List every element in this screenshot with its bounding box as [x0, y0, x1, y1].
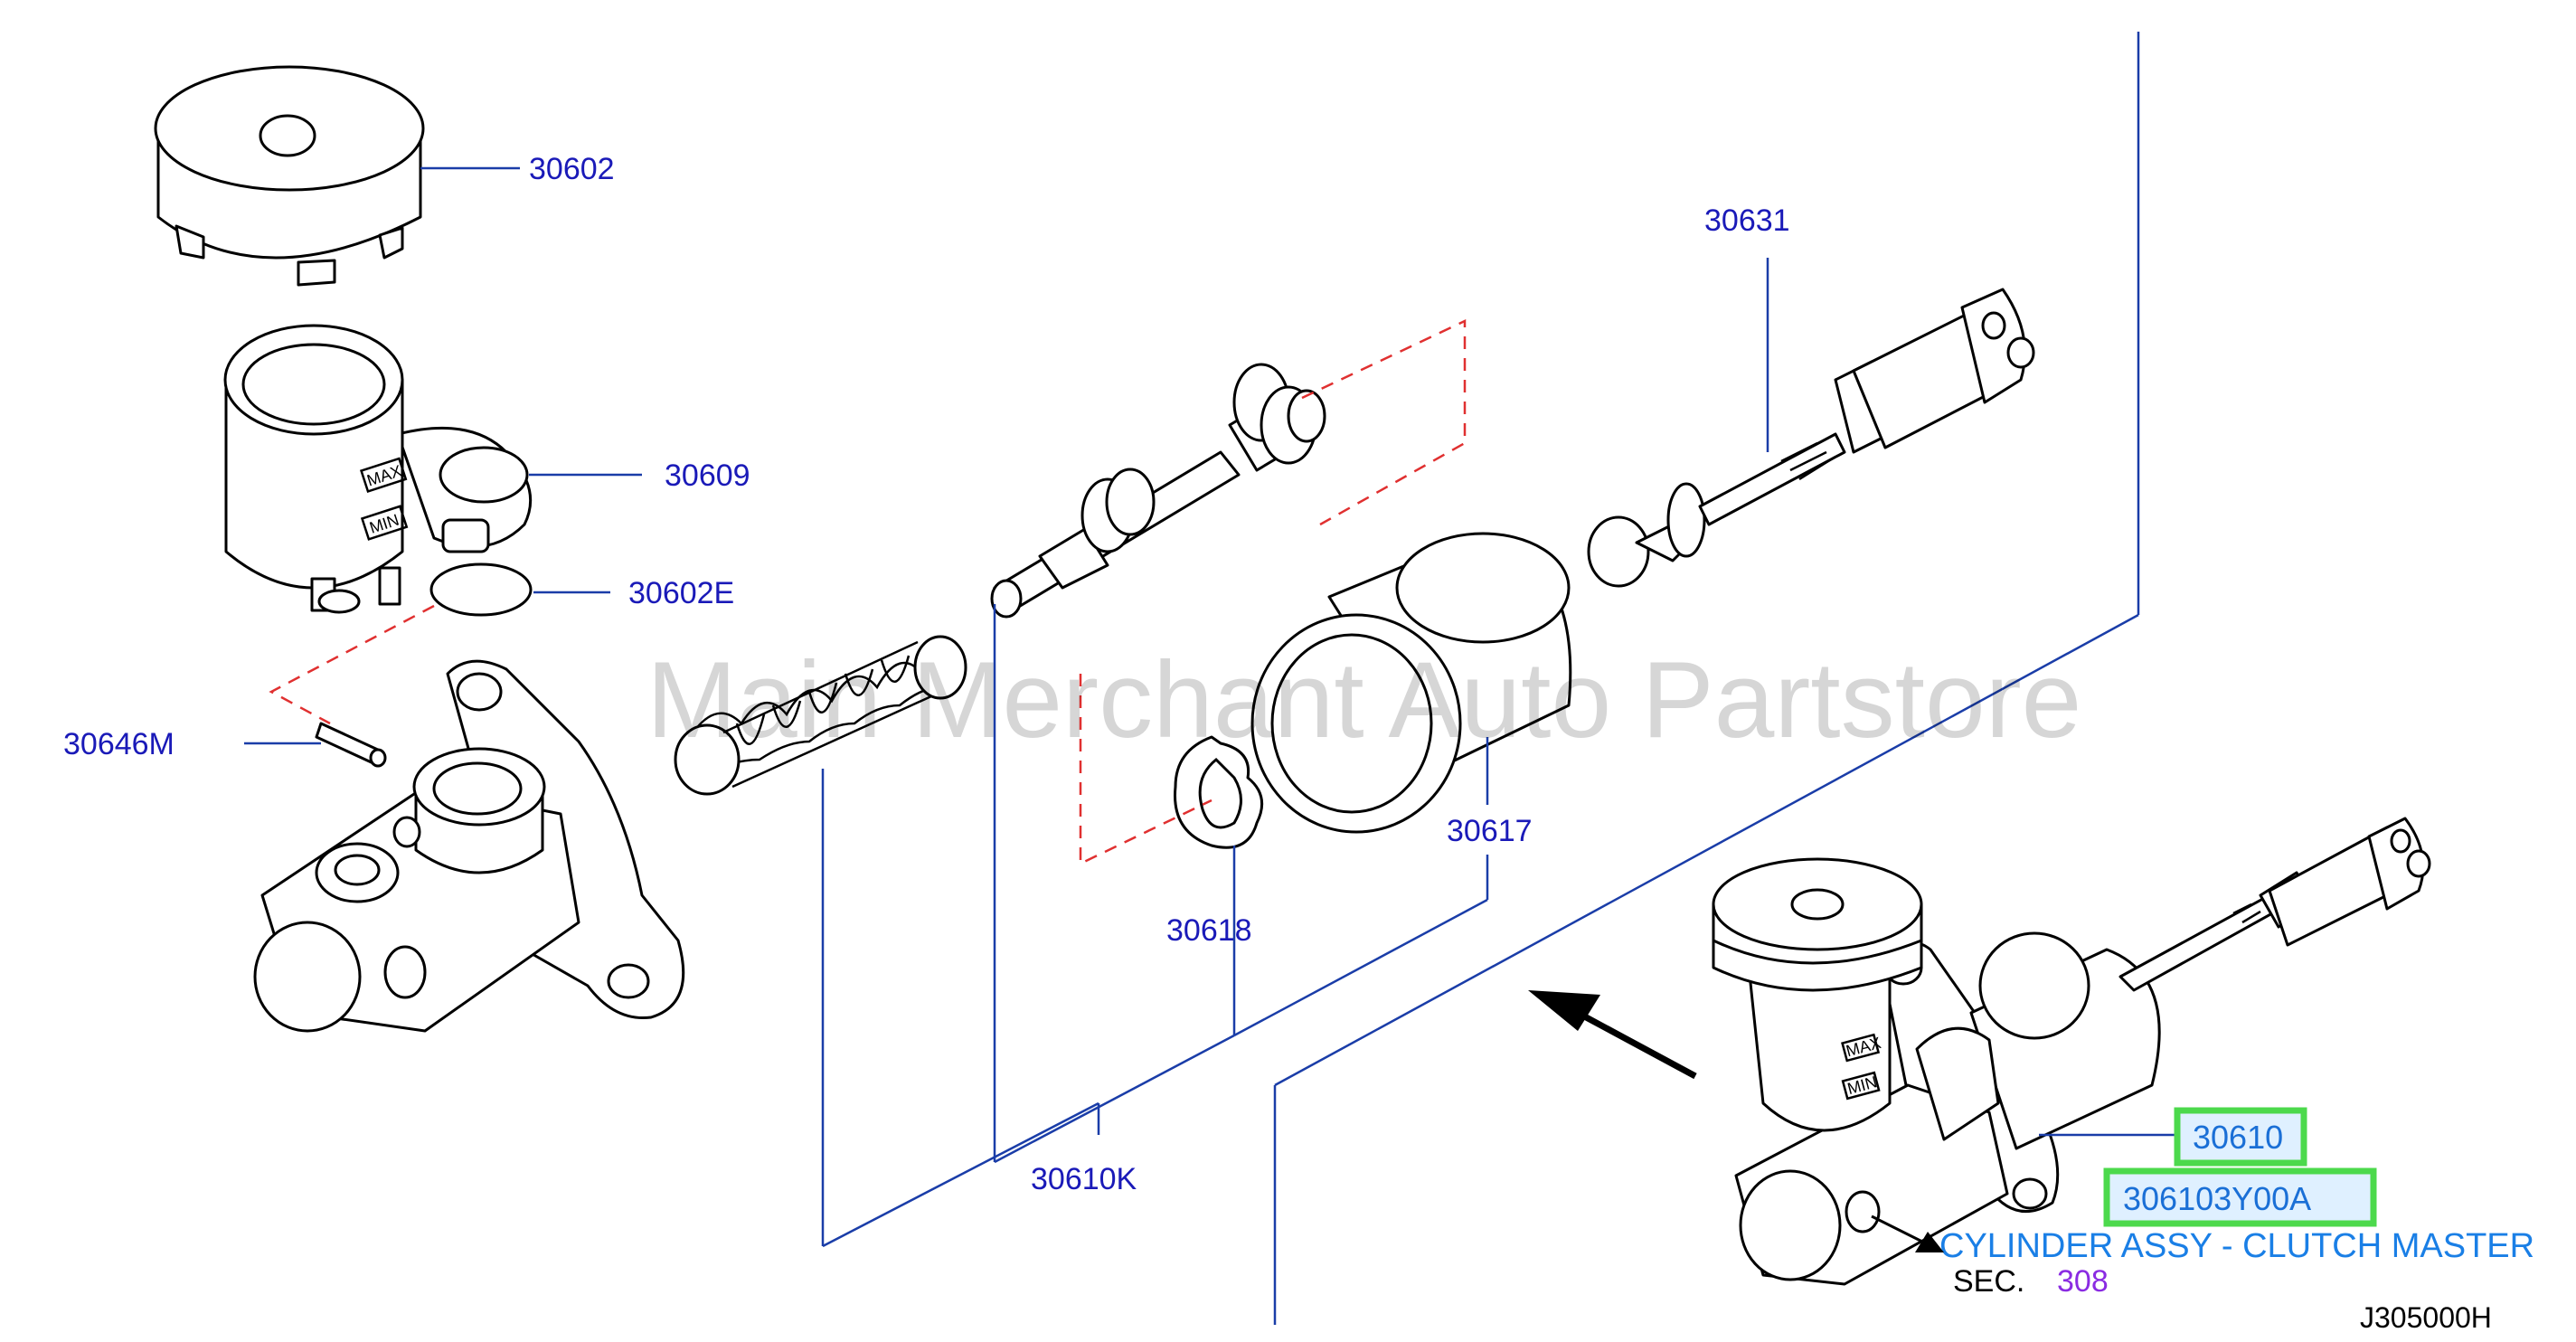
- label-30609[interactable]: 30609: [665, 458, 750, 493]
- boot-30617[interactable]: [1250, 532, 1572, 834]
- highlight-306103Y00A[interactable]: 306103Y00A: [2103, 1167, 2377, 1227]
- leader-30610K: [821, 604, 1489, 1248]
- label-30610K[interactable]: 30610K: [1031, 1162, 1137, 1196]
- return-spring: [674, 635, 967, 796]
- assembly-dash-piston: [1301, 319, 1467, 526]
- pin-30646M[interactable]: [315, 722, 387, 768]
- diagram-code: J305000H: [2360, 1301, 2492, 1334]
- direction-arrow: [1528, 990, 1697, 1080]
- label-30631[interactable]: 30631: [1704, 203, 1790, 238]
- label-30610[interactable]: 30610: [2193, 1119, 2283, 1156]
- label-306103Y00A[interactable]: 306103Y00A: [2123, 1180, 2311, 1217]
- piston-rod: [990, 363, 1326, 619]
- cylinder-body-left: [253, 659, 685, 1033]
- snap-ring-30618[interactable]: [1174, 735, 1264, 849]
- section-prefix: SEC.: [1953, 1264, 2024, 1299]
- label-30618[interactable]: 30618: [1166, 913, 1252, 948]
- label-30646M[interactable]: 30646M: [63, 727, 175, 761]
- label-30602E[interactable]: 30602E: [628, 576, 734, 610]
- section-number[interactable]: 308: [2057, 1264, 2109, 1299]
- assembled-master-cylinder: MAX MIN: [1712, 817, 2431, 1286]
- reservoir-30609[interactable]: MAX MIN: [223, 324, 533, 614]
- frame-lines: [1273, 32, 2140, 1325]
- reservoir-cap-30602[interactable]: [154, 65, 425, 287]
- push-rod-30631[interactable]: [1587, 288, 2035, 588]
- o-ring-30602E[interactable]: [429, 562, 533, 617]
- label-30602[interactable]: 30602: [529, 152, 615, 186]
- part-description: CYLINDER ASSY - CLUTCH MASTER: [1939, 1227, 2534, 1265]
- label-30617[interactable]: 30617: [1447, 814, 1533, 848]
- section-arrow: [1871, 1214, 1944, 1252]
- assembly-dash-ring: [1079, 674, 1213, 865]
- assembly-dash-reservoir: [269, 604, 435, 725]
- watermark: Main Merchant Auto Partstore: [646, 639, 2081, 761]
- highlight-30610[interactable]: 30610: [2174, 1107, 2307, 1167]
